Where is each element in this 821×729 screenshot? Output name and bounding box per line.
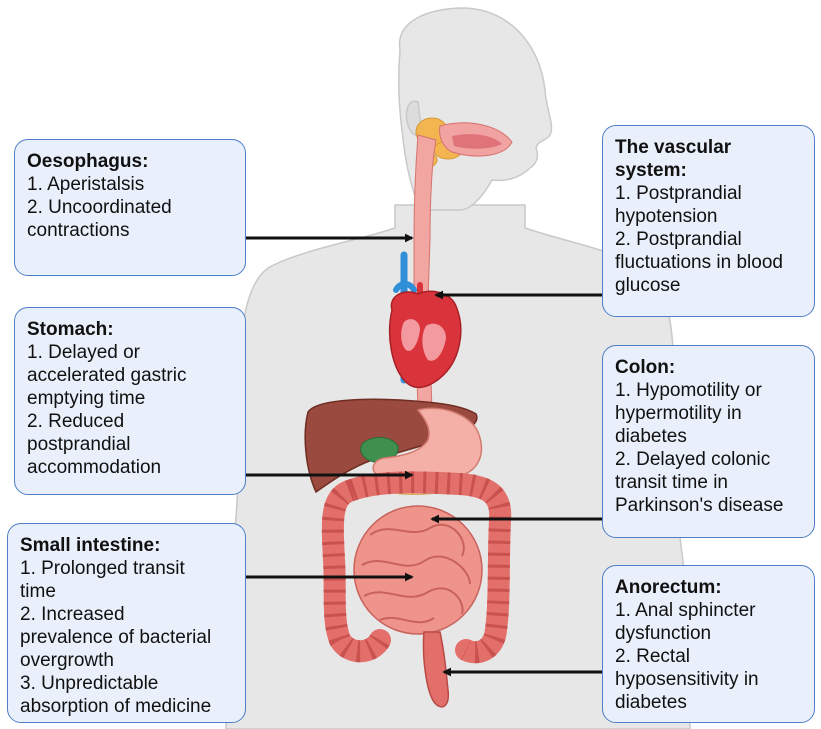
colon-item: 1. Hypomotility or <box>615 379 802 402</box>
oesophagus-item: contractions <box>27 219 233 242</box>
vascular-title: The vascular <box>615 136 802 159</box>
anorectum-item: 1. Anal sphincter <box>615 599 802 622</box>
stomach-item: postprandial <box>27 433 233 456</box>
colon-item: diabetes <box>615 425 802 448</box>
oesophagus-item: 2. Uncoordinated <box>27 196 233 219</box>
vascular-item: glucose <box>615 274 802 297</box>
small-intestine-title: Small intestine: <box>20 534 233 557</box>
anorectum-box: Anorectum: 1. Anal sphincter dysfunction… <box>602 565 815 723</box>
vascular-title: system: <box>615 159 802 182</box>
colon-item: Parkinson's disease <box>615 494 802 517</box>
oesophagus-item: 1. Aperistalsis <box>27 173 233 196</box>
colon-item: transit time in <box>615 471 802 494</box>
stomach-item: 1. Delayed or <box>27 341 233 364</box>
stomach-item: 2. Reduced <box>27 410 233 433</box>
colon-item: 2. Delayed colonic <box>615 448 802 471</box>
stomach-box: Stomach: 1. Delayed or accelerated gastr… <box>14 307 246 495</box>
vascular-item: hypotension <box>615 205 802 228</box>
small-intestine-item: 2. Increased <box>20 603 233 626</box>
colon-title: Colon: <box>615 356 802 379</box>
small-intestine <box>354 506 482 634</box>
anorectum-item: diabetes <box>615 691 802 714</box>
colon-item: hypermotility in <box>615 402 802 425</box>
vascular-item: fluctuations in blood <box>615 251 802 274</box>
small-intestine-item: 1. Prolonged transit <box>20 557 233 580</box>
small-intestine-item: 3. Unpredictable <box>20 672 233 695</box>
anorectum-title: Anorectum: <box>615 576 802 599</box>
small-intestine-item: absorption of medicine <box>20 695 233 718</box>
anorectum-item: dysfunction <box>615 622 802 645</box>
stomach-item: accommodation <box>27 456 233 479</box>
vascular-system-box: The vascular system: 1. Postprandial hyp… <box>602 125 815 317</box>
vascular-item: 1. Postprandial <box>615 182 802 205</box>
stomach-title: Stomach: <box>27 318 233 341</box>
anorectum-item: hyposensitivity in <box>615 668 802 691</box>
stomach-item: accelerated gastric <box>27 364 233 387</box>
small-intestine-item: overgrowth <box>20 649 233 672</box>
small-intestine-item: time <box>20 580 233 603</box>
oesophagus-title: Oesophagus: <box>27 150 233 173</box>
small-intestine-item: prevalence of bacterial <box>20 626 233 649</box>
small-intestine-box: Small intestine: 1. Prolonged transit ti… <box>7 523 246 723</box>
anorectum-item: 2. Rectal <box>615 645 802 668</box>
vascular-item: 2. Postprandial <box>615 228 802 251</box>
oesophagus-box: Oesophagus: 1. Aperistalsis 2. Uncoordin… <box>14 139 246 276</box>
stomach-item: emptying time <box>27 387 233 410</box>
colon-box: Colon: 1. Hypomotility or hypermotility … <box>602 345 815 538</box>
